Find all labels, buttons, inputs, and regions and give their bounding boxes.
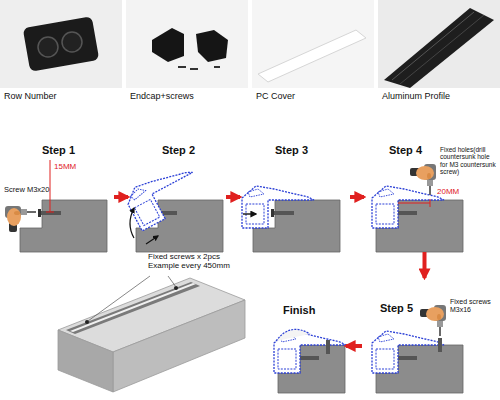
product-photos — [0, 0, 500, 88]
step-title: Step 5 — [380, 302, 430, 315]
dimension-line — [398, 203, 430, 204]
wall-block — [20, 200, 107, 252]
step-panel: Finish — [266, 300, 346, 392]
step-arrow — [423, 252, 427, 278]
callout-note: Fixed screws M3x16 — [450, 298, 498, 314]
step-panel: Step 1 — [12, 142, 114, 252]
photo-caption: Aluminum Profile — [382, 91, 498, 101]
product-photo: PC Cover — [252, 0, 374, 106]
leader-line — [168, 276, 176, 287]
installed-profile — [58, 276, 245, 392]
photo-caption: Endcap+screws — [130, 91, 246, 101]
pc-cover — [276, 329, 310, 341]
step-arrow — [350, 195, 364, 199]
product-photo: Aluminum Profile — [378, 0, 500, 106]
step-arrow — [114, 195, 128, 199]
step-panel: Step 2 — [128, 142, 226, 252]
dimension-line — [50, 160, 51, 212]
photo-caption: PC Cover — [256, 91, 372, 101]
callout-note: Fixed holes(drill countersunk hole for M… — [440, 146, 498, 176]
product-photo: Endcap+screws — [126, 0, 248, 106]
dimension-label: 20MM — [437, 187, 477, 196]
step-title: Step 1 — [42, 144, 102, 157]
step-title: Step 3 — [275, 144, 335, 157]
photo-caption: Row Number — [4, 91, 120, 101]
product-photo: Row Number — [0, 0, 122, 106]
part-label: Screw M3x20 — [4, 186, 64, 195]
callout-note: Fixed screws x 2pcs Example every 450mm — [148, 252, 244, 270]
step-arrow — [346, 344, 362, 348]
step-arrow — [226, 195, 240, 199]
step-title: Finish — [283, 304, 343, 317]
dimension-label: 15MM — [54, 162, 94, 171]
leader-line — [88, 276, 150, 321]
step-title: Step 2 — [162, 144, 222, 157]
step-title: Step 4 — [389, 144, 439, 157]
step-panel: Step 3 — [240, 142, 350, 252]
step-panel: Step 5 — [362, 278, 485, 392]
